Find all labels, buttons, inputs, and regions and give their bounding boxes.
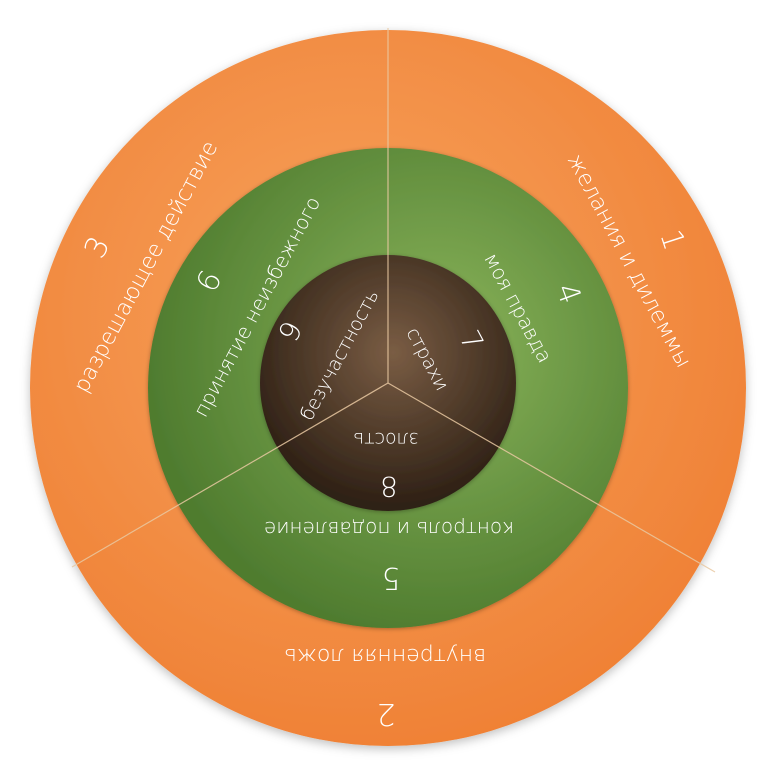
- divider-lower-right: [387, 382, 716, 573]
- sector-dividers: [71, 28, 716, 573]
- middle-number-5: 5: [381, 560, 400, 595]
- core-number-8: 8: [380, 470, 398, 503]
- divider-lower-left: [71, 382, 389, 568]
- middle-label-5: контроль и подавление: [264, 517, 514, 541]
- outer-number-2: 2: [376, 696, 395, 731]
- outer-label-2: внутренняя ложь: [284, 643, 486, 668]
- core-label-8: злость: [353, 428, 419, 450]
